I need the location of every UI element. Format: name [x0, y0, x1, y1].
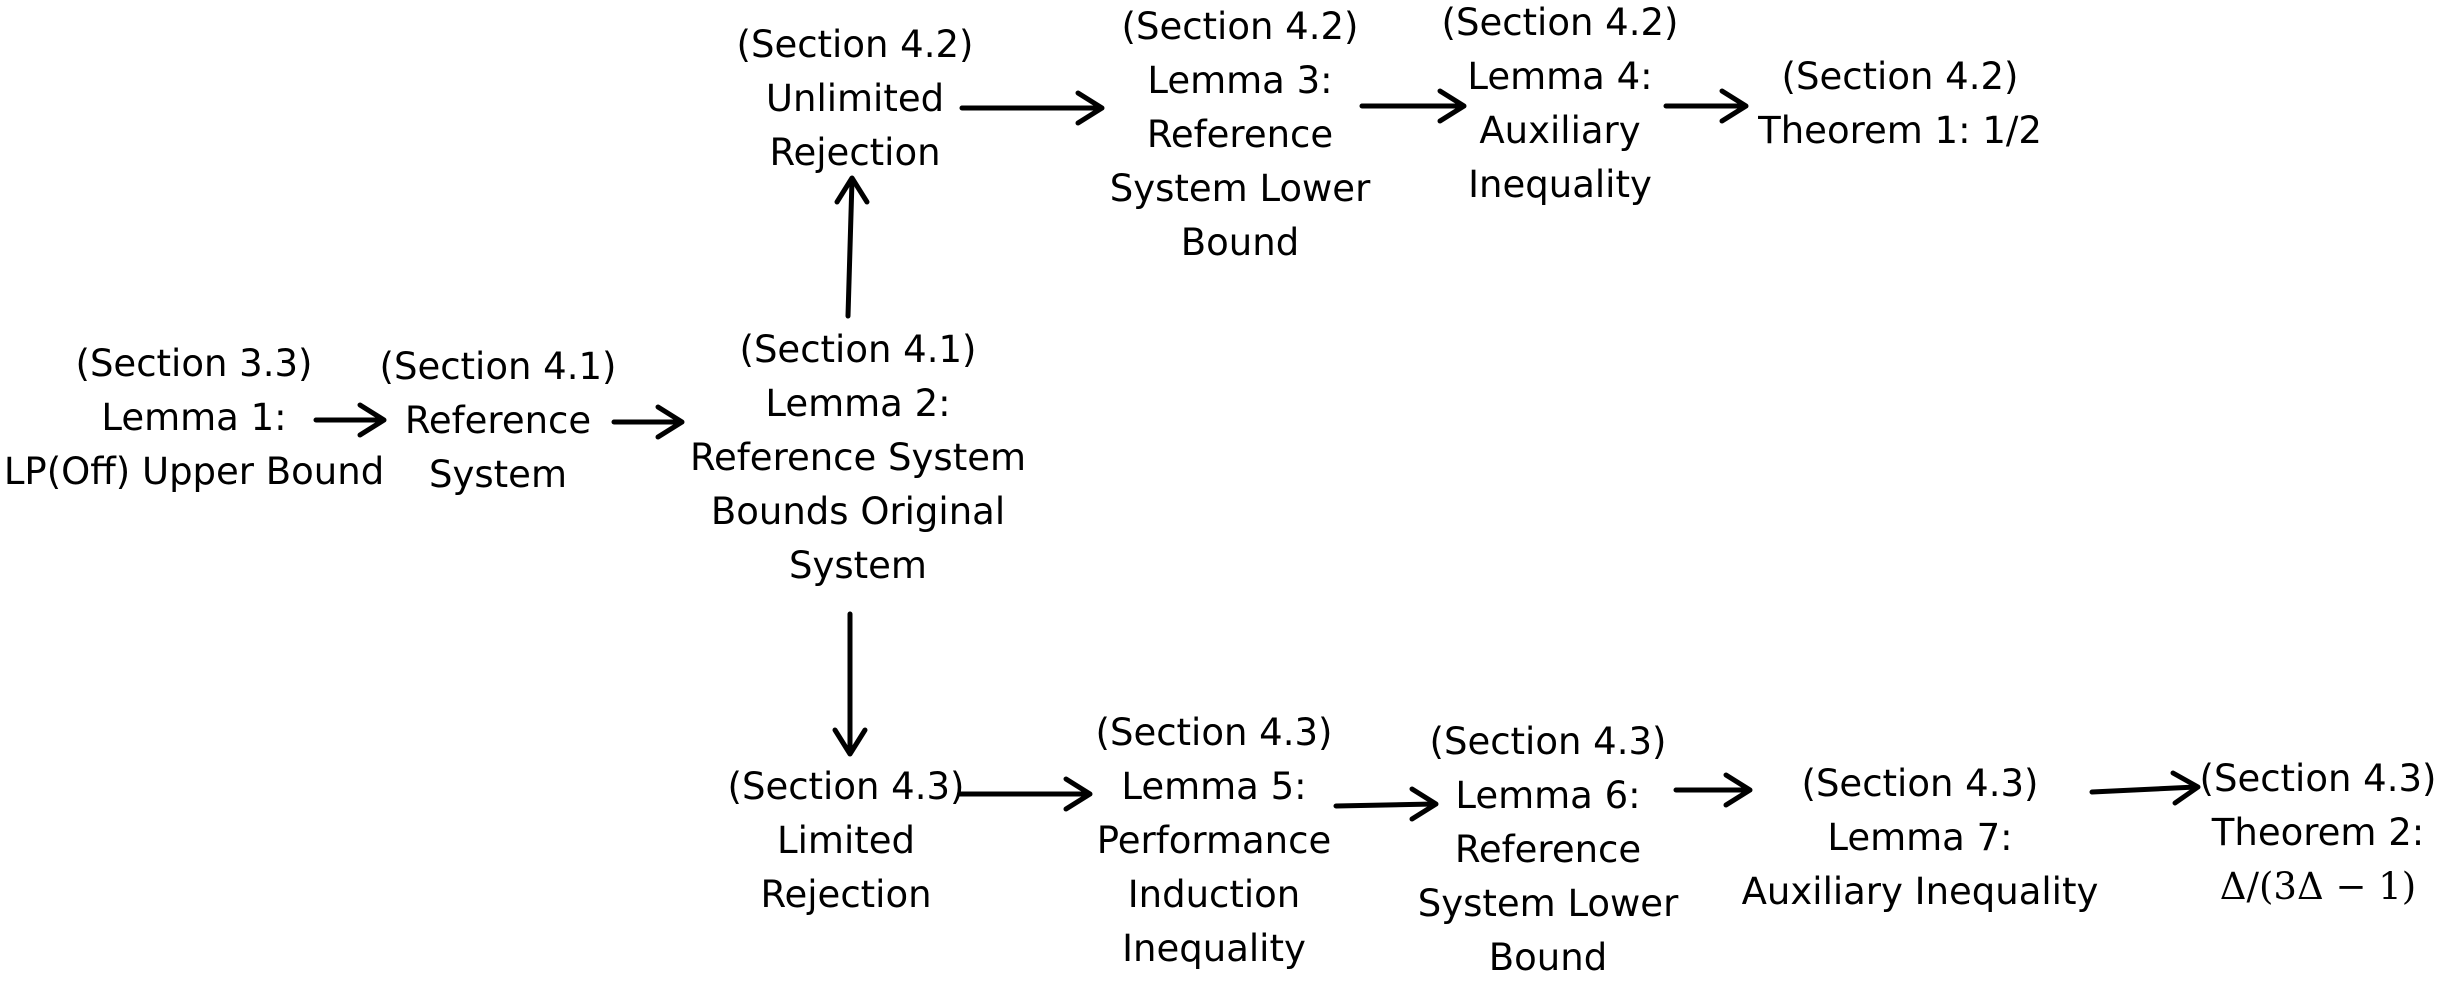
- node-description: System Lower: [1417, 882, 1679, 925]
- node-description: System: [429, 453, 567, 496]
- node-unlimited-rejection: (Section 4.2) Unlimited Rejection: [737, 18, 974, 180]
- node-section-label: (Section 4.2): [1441, 1, 1679, 44]
- edge-lemma3-to-lemma4: [1359, 88, 1467, 124]
- node-lemma-5: (Section 4.3) Lemma 5: Performance Induc…: [1096, 706, 1333, 976]
- edge-lemma4-to-theorem1: [1663, 88, 1749, 124]
- node-description: System Lower: [1109, 167, 1371, 210]
- node-title: Lemma 2:: [765, 382, 951, 425]
- node-title: Lemma 3:: [1147, 59, 1333, 102]
- node-theorem-2: (Section 4.3) Theorem 2: Δ/(3Δ − 1): [2200, 752, 2437, 914]
- node-title: Lemma 4:: [1467, 55, 1653, 98]
- node-description: Bound: [1488, 936, 1608, 979]
- edge-lemma7-to-theorem2: [2089, 770, 2201, 806]
- node-section-label: (Section 4.1): [379, 345, 617, 388]
- node-description: Bound: [1180, 221, 1300, 264]
- node-title: Unlimited: [765, 77, 945, 120]
- node-theorem-1: (Section 4.2) Theorem 1: 1/2: [1758, 50, 2042, 158]
- node-section-label: (Section 4.3): [1095, 711, 1333, 754]
- node-lemma-4: (Section 4.2) Lemma 4: Auxiliary Inequal…: [1442, 0, 1679, 212]
- node-title: Lemma 6:: [1455, 774, 1641, 817]
- node-formula: Δ/(3Δ − 1): [2219, 865, 2417, 908]
- node-limited-rejection: (Section 4.3) Limited Rejection: [728, 760, 965, 922]
- node-description: Rejection: [760, 873, 932, 916]
- node-section-label: (Section 3.3): [75, 342, 313, 385]
- edge-lemma2-to-unlimited-rejection: [834, 175, 870, 319]
- node-lemma-1: (Section 3.3) Lemma 1: LP(Off) Upper Bou…: [4, 337, 384, 499]
- node-section-label: (Section 4.2): [1781, 55, 2019, 98]
- node-description: Inequality: [1122, 927, 1306, 970]
- node-section-label: (Section 4.1): [739, 328, 977, 371]
- node-title: Lemma 1:: [101, 396, 287, 439]
- node-description: Auxiliary: [1479, 109, 1641, 152]
- node-section-label: (Section 4.3): [1429, 720, 1667, 763]
- node-description: Induction: [1127, 873, 1301, 916]
- node-description: Bounds Original: [710, 490, 1006, 533]
- node-reference-system: (Section 4.1) Reference System: [380, 340, 617, 502]
- node-title: Reference: [404, 399, 592, 442]
- node-section-label: (Section 4.2): [1121, 5, 1359, 48]
- node-lemma-7: (Section 4.3) Lemma 7: Auxiliary Inequal…: [1742, 757, 2099, 919]
- node-title: Theorem 2:: [2211, 811, 2425, 854]
- node-title: Lemma 5:: [1121, 765, 1307, 808]
- edge-lemma6-to-lemma7: [1673, 772, 1753, 808]
- node-description: Auxiliary Inequality: [1741, 870, 2099, 913]
- node-description: LP(Off) Upper Bound: [3, 450, 385, 493]
- node-section-label: (Section 4.3): [727, 765, 965, 808]
- node-title: Lemma 7:: [1827, 816, 2013, 859]
- node-title: Theorem 1: 1/2: [1758, 109, 2042, 152]
- node-section-label: (Section 4.3): [1801, 762, 2039, 805]
- node-description: Reference: [1454, 828, 1642, 871]
- node-lemma-2: (Section 4.1) Lemma 2: Reference System …: [690, 323, 1026, 593]
- node-title: Limited: [777, 819, 915, 862]
- node-description: System: [789, 544, 927, 587]
- node-description: Reference: [1146, 113, 1334, 156]
- node-description: Performance: [1096, 819, 1332, 862]
- edge-lemma5-to-lemma6: [1333, 786, 1439, 822]
- edge-lemma1-to-reference-system: [313, 402, 387, 438]
- edge-lemma2-to-limited-rejection: [832, 611, 868, 757]
- edge-reference-system-to-lemma2: [611, 404, 685, 440]
- node-description: Reference System: [689, 436, 1027, 479]
- node-section-label: (Section 4.3): [2199, 757, 2437, 800]
- node-description: Rejection: [769, 131, 941, 174]
- edge-unlimited-rejection-to-lemma3: [959, 90, 1105, 126]
- node-lemma-3: (Section 4.2) Lemma 3: Reference System …: [1110, 0, 1371, 270]
- edge-limited-rejection-to-lemma5: [957, 776, 1093, 812]
- node-description: Inequality: [1468, 163, 1652, 206]
- node-section-label: (Section 4.2): [736, 23, 974, 66]
- node-lemma-6: (Section 4.3) Lemma 6: Reference System …: [1418, 715, 1679, 985]
